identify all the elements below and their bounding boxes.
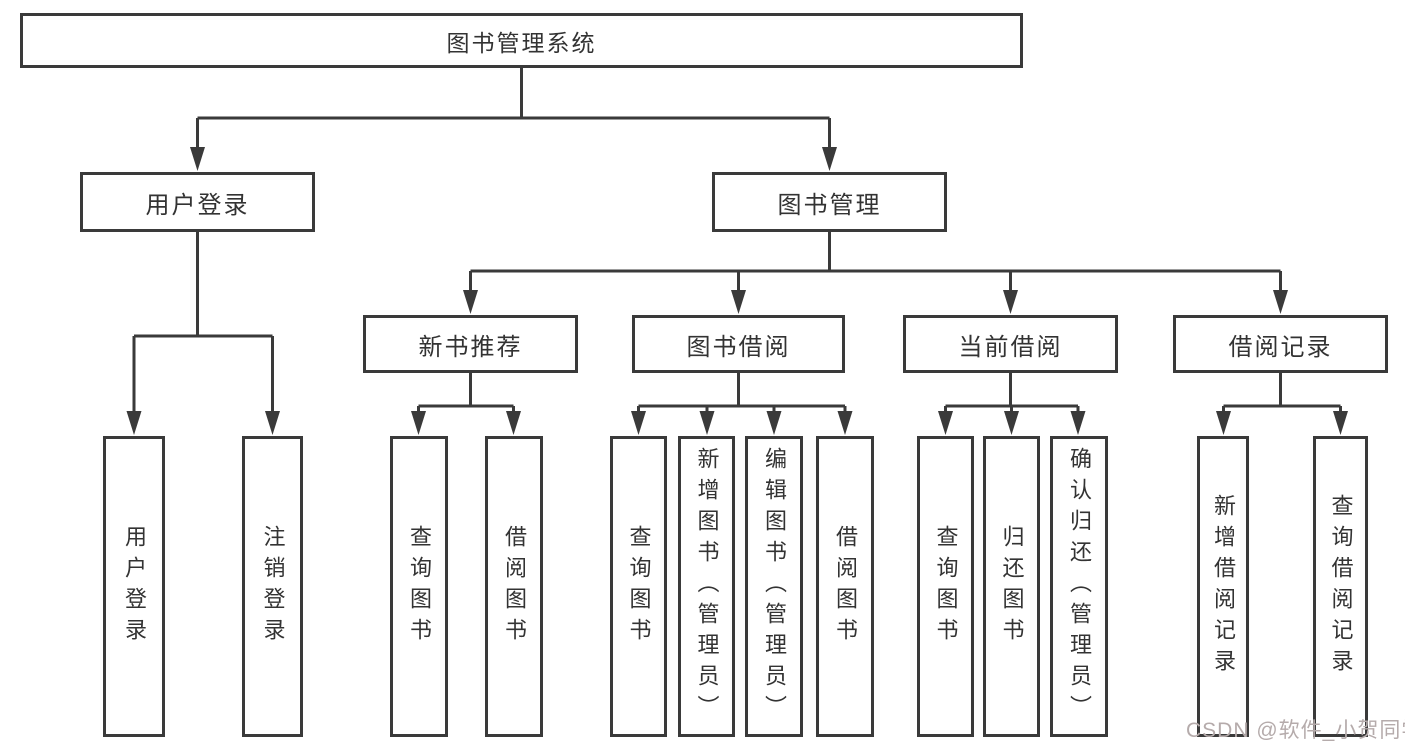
arrow-icon — [1003, 290, 1018, 314]
node-root-system: 图书管理系统 — [20, 13, 1023, 68]
connector-borrowrecords-to-leaves — [1222, 372, 1342, 414]
connector-bookborrow-to-leaves — [637, 372, 847, 414]
arrow-icon — [631, 411, 646, 435]
leaf-bb-query-books: 查询图书 — [610, 436, 667, 737]
connector-bookmgmt-to-level3 — [469, 230, 1282, 293]
node-book-management: 图书管理 — [712, 172, 947, 232]
leaf-cb-query-books: 查询图书 — [917, 436, 974, 737]
arrow-icon — [1333, 411, 1348, 435]
leaf-cb-confirm-return-admin: 确认归还（管理员） — [1050, 436, 1108, 737]
arrow-icon — [265, 411, 280, 435]
leaf-bb-borrow-books: 借阅图书 — [816, 436, 874, 737]
leaf-bb-edit-books-admin: 编辑图书（管理员） — [745, 436, 803, 737]
arrow-icon — [731, 290, 746, 314]
node-book-borrow: 图书借阅 — [632, 315, 845, 373]
arrow-icon — [766, 411, 782, 435]
arrow-icon — [1004, 411, 1019, 435]
arrow-icon — [699, 411, 715, 435]
node-borrow-records: 借阅记录 — [1173, 315, 1388, 373]
arrow-icon — [411, 411, 426, 435]
connector-userlogin-to-leaves — [132, 230, 274, 414]
leaf-nbr-borrow-books: 借阅图书 — [485, 436, 543, 737]
arrow-icon — [506, 411, 521, 435]
leaf-user-login: 用户登录 — [103, 436, 165, 737]
leaf-logout: 注销登录 — [242, 436, 303, 737]
arrow-icon — [1273, 290, 1288, 314]
leaf-br-query-record: 查询借阅记录 — [1313, 436, 1368, 737]
arrowheads — [126, 147, 1348, 435]
node-user-login: 用户登录 — [80, 172, 315, 232]
arrow-icon — [837, 411, 853, 435]
leaf-bb-add-books-admin: 新增图书（管理员） — [678, 436, 735, 737]
arrow-icon — [463, 290, 478, 314]
arrow-icon — [190, 147, 205, 171]
arrow-icon — [938, 411, 953, 435]
arrow-icon — [126, 411, 142, 435]
connector-root-to-level2 — [196, 68, 831, 150]
arrow-icon — [1070, 411, 1086, 435]
leaf-nbr-query-books: 查询图书 — [390, 436, 448, 737]
connector-currentborrow-to-leaves — [944, 372, 1080, 414]
node-current-borrow: 当前借阅 — [903, 315, 1118, 373]
arrow-icon — [822, 147, 837, 171]
node-new-book-recommend: 新书推荐 — [363, 315, 578, 373]
connector-newbookrec-to-leaves — [417, 372, 515, 414]
arrow-icon — [1216, 411, 1231, 435]
leaf-cb-return-books: 归还图书 — [983, 436, 1040, 737]
csdn-watermark: CSDN @软件_小贺同学 — [1186, 719, 1405, 742]
leaf-br-add-record: 新增借阅记录 — [1197, 436, 1249, 737]
